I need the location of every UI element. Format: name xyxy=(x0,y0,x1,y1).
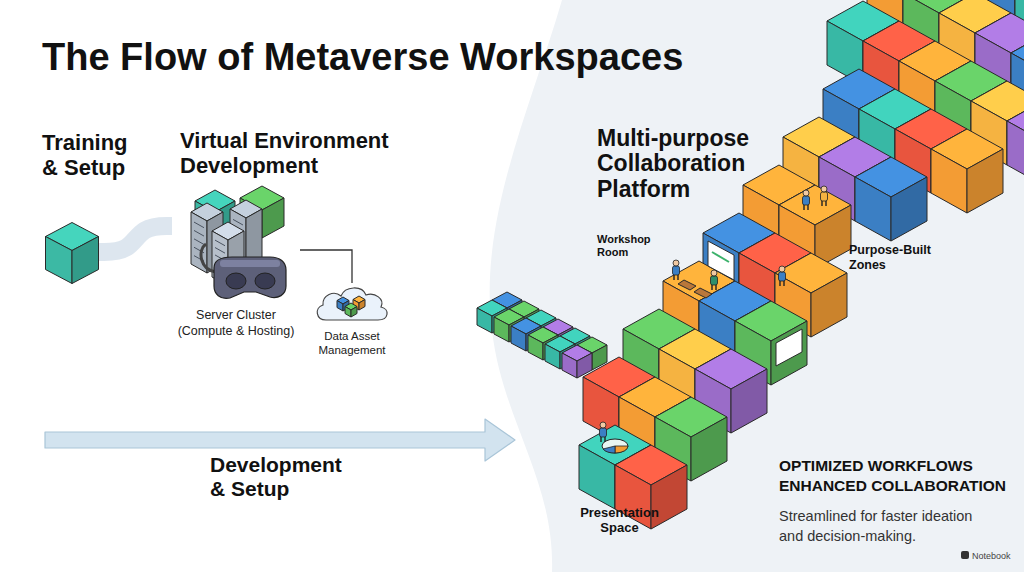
cube-side xyxy=(494,317,509,342)
server-slot xyxy=(215,240,225,246)
watermark-icon xyxy=(961,551,969,559)
cube-side xyxy=(967,149,1003,213)
cube-side xyxy=(351,307,357,318)
person-body xyxy=(803,196,810,205)
cube-side xyxy=(891,177,927,241)
cube-side xyxy=(46,237,73,284)
illustration xyxy=(191,0,1024,529)
diagram-title: The Flow of Metaverse Workspaces xyxy=(42,36,683,80)
whiteboard-mark xyxy=(712,252,729,262)
cube-side xyxy=(811,273,847,337)
cube-side xyxy=(262,198,284,238)
person-head xyxy=(803,190,809,196)
person-figure xyxy=(803,190,810,210)
flow-band xyxy=(99,226,172,252)
outcome-text: Streamlined for faster ideation and deci… xyxy=(779,507,984,546)
person-figure xyxy=(779,266,786,286)
zone-label: Workshop Room xyxy=(597,233,659,259)
iso-cube xyxy=(562,345,592,378)
server-slot xyxy=(194,239,204,245)
person-body xyxy=(821,192,828,201)
outcome-heading: OPTIMIZED WORKFLOWS ENHANCED COLLABORATI… xyxy=(779,456,1019,496)
stage-heading: Virtual Environment Development xyxy=(180,128,412,179)
cube-side xyxy=(855,177,891,241)
person-body xyxy=(600,428,607,437)
cube-side xyxy=(545,344,560,369)
person-head xyxy=(600,422,606,428)
cube-side xyxy=(511,326,526,351)
setup-cube: Training & Setup xyxy=(45,222,99,284)
server-slot xyxy=(215,248,225,254)
person-head xyxy=(673,260,679,266)
iso-cube xyxy=(1007,101,1024,185)
flow-arrow-label: Development & Setup xyxy=(210,453,355,501)
cube-side xyxy=(528,335,543,360)
workshop-desk xyxy=(694,288,712,298)
pie-slice xyxy=(615,446,628,453)
vr-visor-band xyxy=(220,260,280,267)
iso-cube xyxy=(345,303,357,317)
server-slot xyxy=(194,230,204,236)
stage-heading: Multi-purpose Collaboration Platform xyxy=(597,126,762,202)
server-slot xyxy=(194,222,204,228)
display-screen xyxy=(776,329,802,366)
elbow-connector xyxy=(300,250,352,283)
cube-side xyxy=(477,308,492,333)
iso-cube xyxy=(931,129,1003,213)
component-caption: Server Cluster (Compute & Hosting) xyxy=(172,308,300,339)
cube-side xyxy=(1007,121,1024,185)
zone-label: Presentation Space xyxy=(572,506,667,536)
vr-lens xyxy=(255,273,275,289)
cube-side xyxy=(72,237,99,284)
person-body xyxy=(779,272,786,281)
workshop-desk xyxy=(678,280,696,290)
cube-side xyxy=(359,300,365,311)
cube-side xyxy=(562,353,577,378)
server-slot xyxy=(233,219,243,225)
person-body xyxy=(711,276,718,285)
person-figure xyxy=(673,260,680,280)
cube-side xyxy=(579,445,615,509)
cube-side xyxy=(771,321,807,385)
person-figure xyxy=(821,186,828,206)
server-cluster-box: Virtual Environment DevelopmentServer Cl… xyxy=(172,186,300,336)
person-head xyxy=(821,186,827,192)
whiteboard xyxy=(708,241,734,280)
pie-slice xyxy=(603,446,615,453)
vr-headset xyxy=(214,257,286,298)
pie-chart xyxy=(602,439,628,453)
person-figure xyxy=(711,270,718,290)
cloud-shape xyxy=(317,288,387,320)
platform-backdrop xyxy=(490,0,1024,572)
stage-heading: Training & Setup xyxy=(42,130,142,181)
cube-side xyxy=(691,417,727,481)
cube-side xyxy=(731,369,767,433)
person-body xyxy=(673,266,680,275)
cube-side xyxy=(337,301,343,312)
vr-lens xyxy=(226,273,246,289)
person-head xyxy=(779,266,785,272)
zone-decorations xyxy=(600,186,828,453)
zone-label: Purpose-Built Zones xyxy=(849,243,944,273)
cube-outline xyxy=(45,222,99,284)
component-caption: Data Asset Management xyxy=(312,329,392,358)
data-asset-cloud: Data Asset Management xyxy=(312,283,392,359)
iso-cube xyxy=(46,223,99,284)
cube-side xyxy=(931,149,967,213)
person-figure xyxy=(600,422,607,442)
cube-side xyxy=(345,307,351,318)
watermark: Notebook xyxy=(972,551,1022,562)
iso-cube xyxy=(855,157,927,241)
